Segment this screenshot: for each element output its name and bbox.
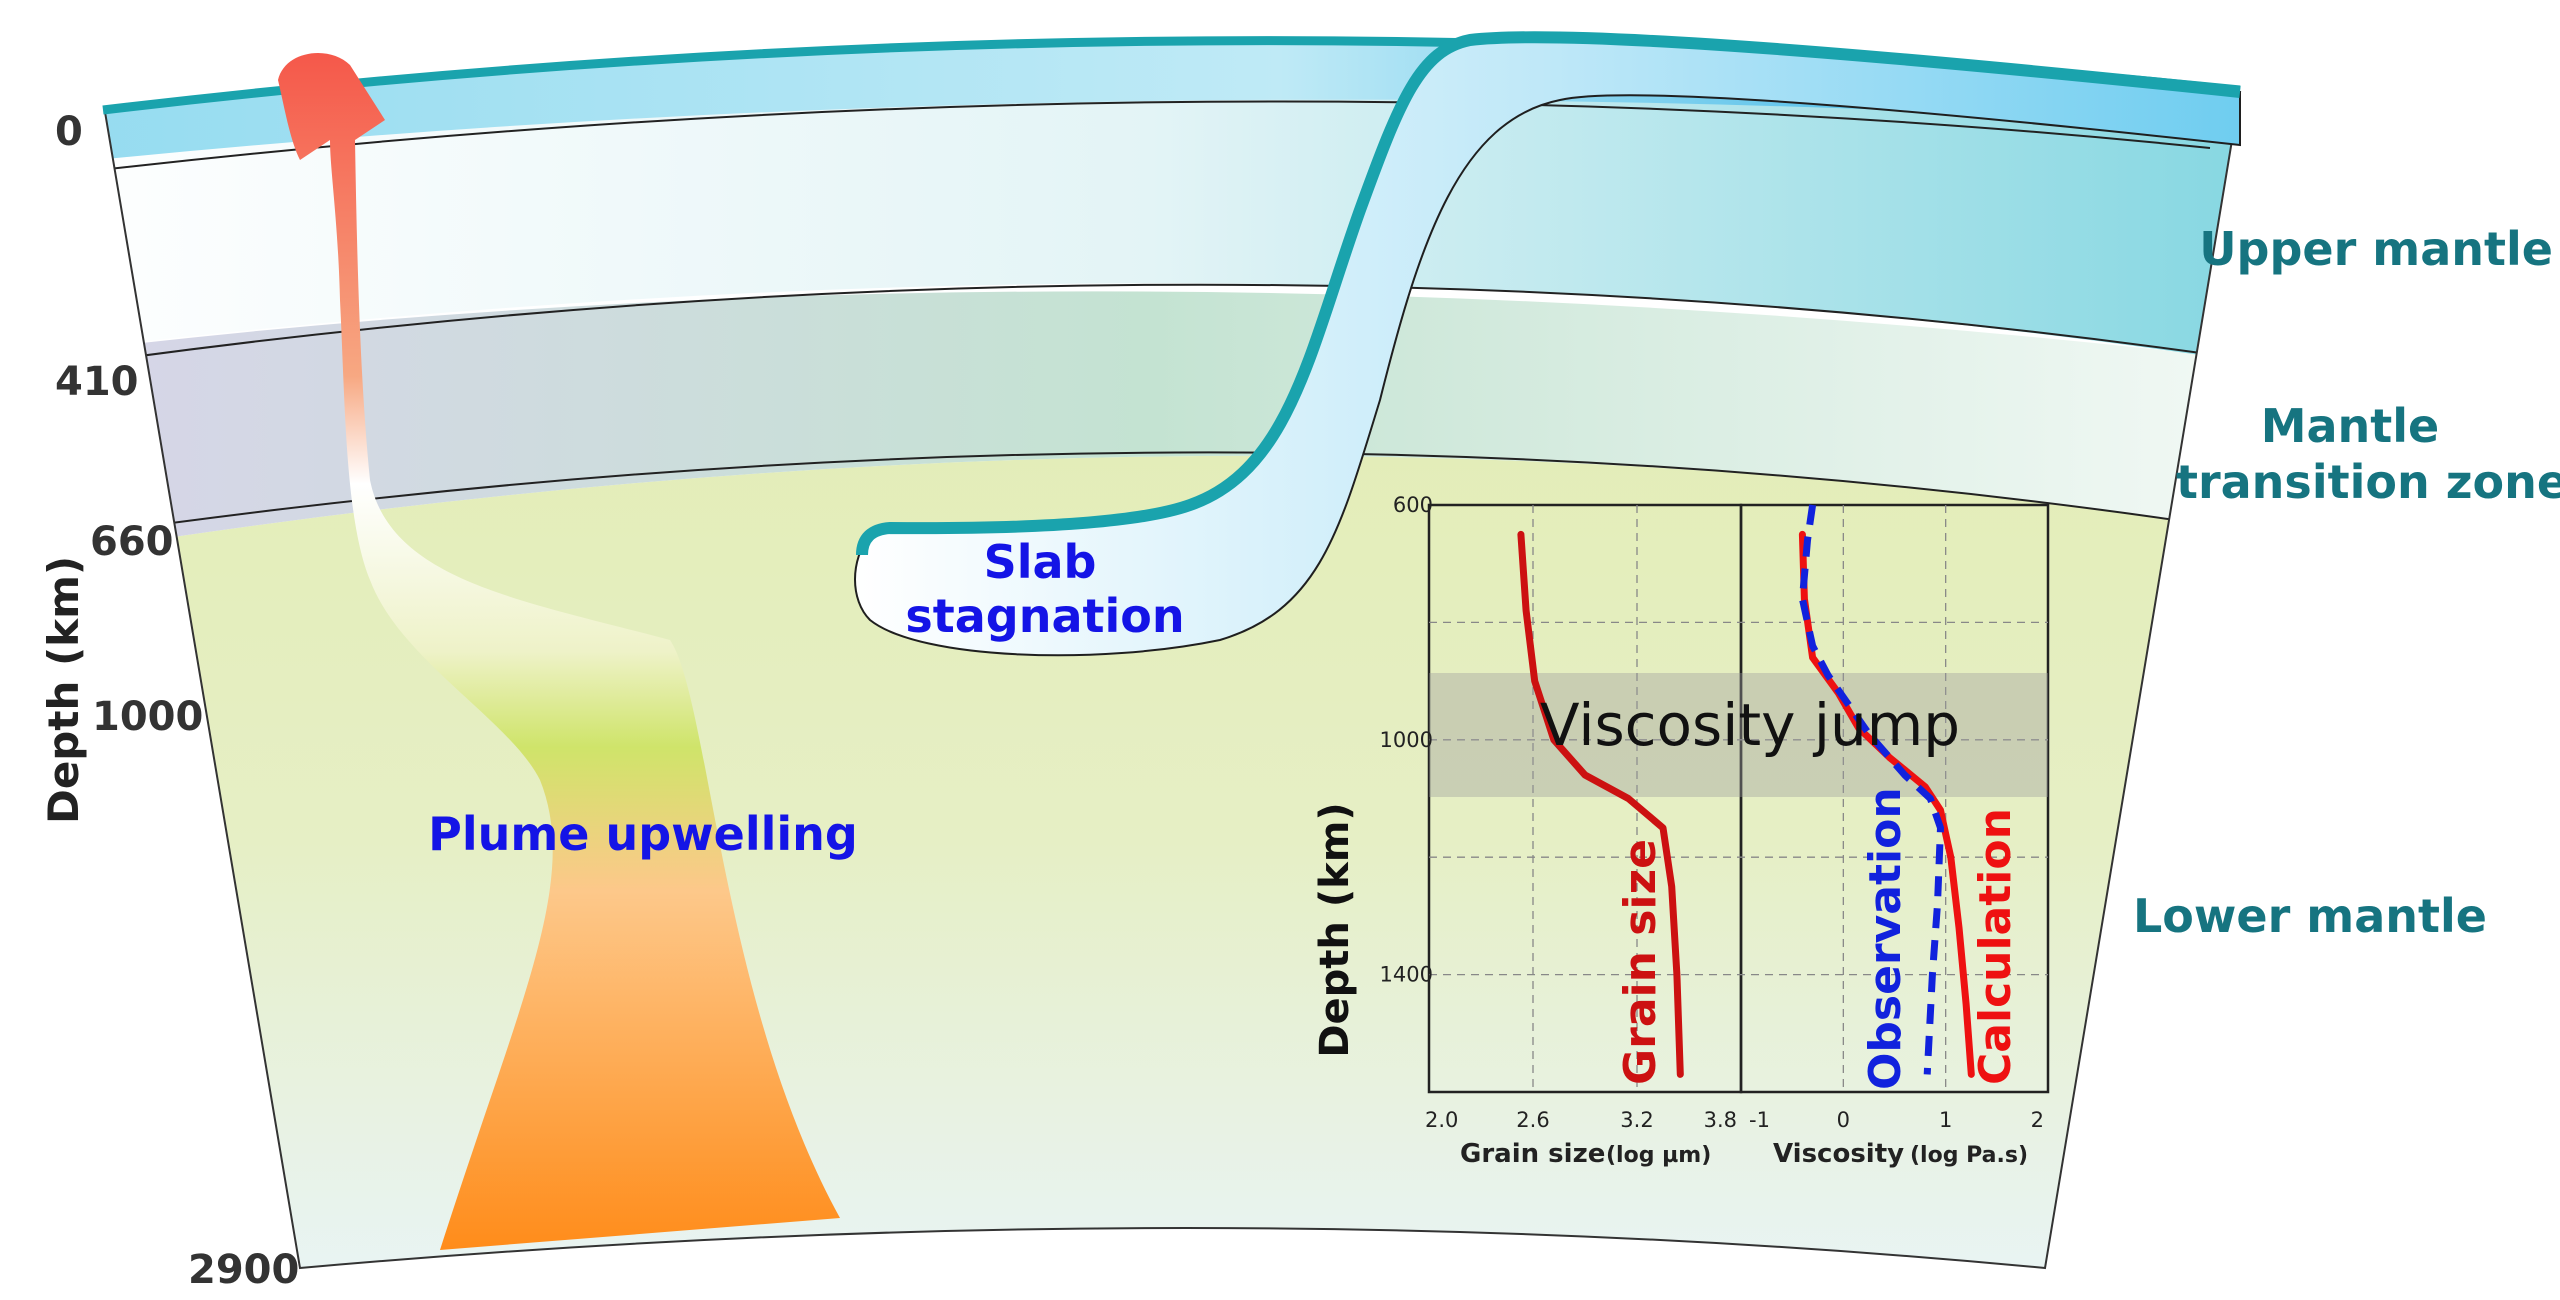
slab-label-line1: Slab: [984, 535, 1097, 589]
boundary-660: [119, 451, 2176, 531]
x-tick-label: 2: [2031, 1108, 2044, 1132]
slab-label-line2: stagnation: [905, 589, 1184, 643]
grain-size-curve-label: Grain size: [1615, 839, 1666, 1085]
x-tick-label: -1: [1749, 1108, 1770, 1132]
plume-upwelling-label: Plume upwelling: [428, 807, 858, 861]
grain-size-axis-title: Grain size: [1460, 1139, 1605, 1169]
transition-zone-label-line2: transition zone: [2176, 455, 2560, 509]
depth-mark-2900: 2900: [188, 1247, 299, 1293]
boundary-410: [109, 283, 2216, 361]
curve-grain-size: [1517, 530, 1684, 1078]
lower-mantle-label: Lower mantle: [2133, 889, 2487, 943]
depth-mark-410: 410: [55, 359, 139, 405]
viscosity-panel: [1739, 503, 2050, 1094]
viscosity-jump-label: Viscosity jump: [1540, 691, 1960, 759]
y-tick-label: 1000: [1380, 728, 1433, 752]
depth-mark-1000: 1000: [92, 694, 203, 740]
viscosity-axis-unit: (log Pa.s): [1910, 1143, 2028, 1168]
moho-line: [105, 100, 2211, 171]
transition-zone-label-line1: Mantle: [2261, 399, 2440, 453]
x-tick-label: 2.6: [1516, 1108, 1549, 1132]
x-tick-label: 0: [1837, 1108, 1850, 1132]
x-tick-label: 3.8: [1704, 1108, 1737, 1132]
chart-curves: [1517, 504, 1975, 1078]
y-tick-label: 1400: [1380, 963, 1433, 987]
depth-mark-660: 660: [90, 519, 174, 565]
observation-curve-label: Observation: [1860, 787, 1911, 1090]
depth-axis-title: Depth (km): [39, 556, 88, 824]
chart-gridlines: [1429, 505, 2048, 1092]
viscosity-jump-band: [1429, 673, 2048, 797]
chart-depth-axis-title: Depth (km): [1312, 802, 1358, 1057]
depth-mark-0: 0: [55, 109, 83, 155]
x-tick-label: 2.0: [1425, 1108, 1458, 1132]
y-tick-label: 600: [1393, 493, 1433, 517]
mantle-plume: [278, 53, 840, 1250]
viscosity-axis-title: Viscosity: [1773, 1139, 1904, 1169]
chart-tick-labels: 600 1000 1400 2.0 2.6 3.2 3.8 -1 0 1 2: [1380, 493, 2044, 1132]
upper-mantle-label: Upper mantle: [2199, 222, 2553, 276]
x-tick-label: 3.2: [1620, 1108, 1653, 1132]
x-tick-label: 1: [1939, 1108, 1952, 1132]
calculation-curve-label: Calculation: [1970, 808, 2021, 1085]
grain-size-axis-unit: (log µm): [1606, 1143, 1711, 1168]
viscosity-chart: 600 1000 1400 2.0 2.6 3.2 3.8 -1 0 1 2 Viscosity j…: [1312, 493, 2050, 1169]
slab-top-edge: [856, 31, 2241, 556]
